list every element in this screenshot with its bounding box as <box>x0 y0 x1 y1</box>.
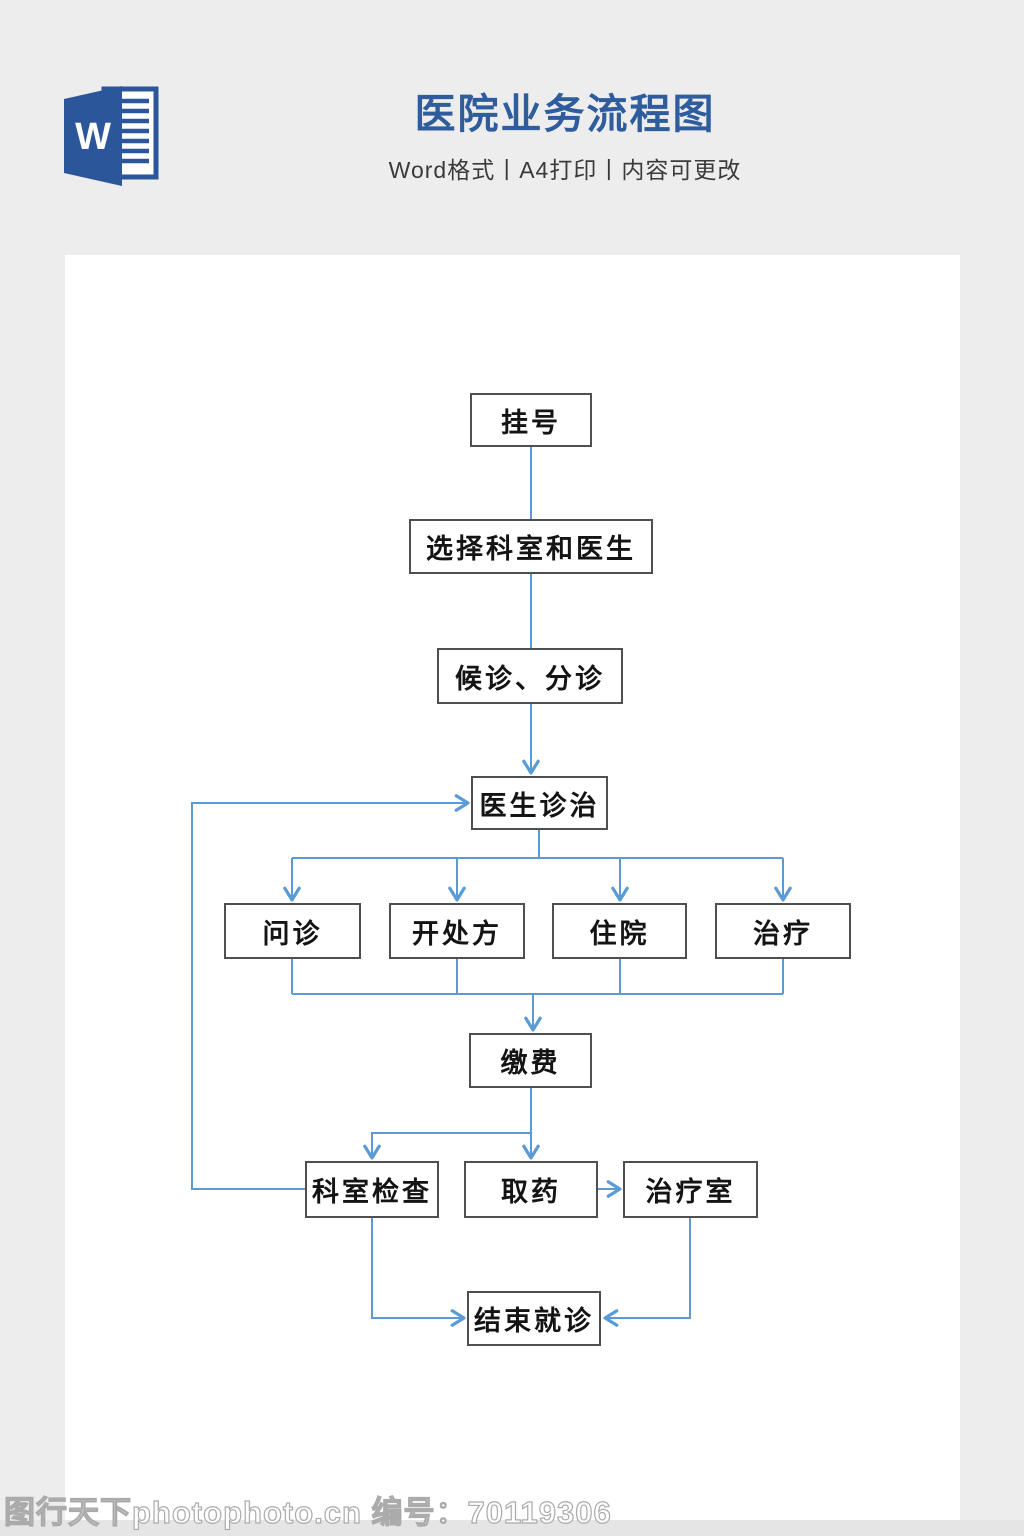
flow-node-inquiry: 问诊 <box>224 903 361 959</box>
flow-node-register: 挂号 <box>470 393 592 447</box>
watermark-text: 图行天下photophoto.cn 编号：70119306 <box>3 1494 612 1530</box>
flow-connectors <box>191 447 792 1327</box>
flow-node-treatment-room: 治疗室 <box>623 1161 758 1218</box>
document-page: 挂号 选择科室和医生 候诊、分诊 医生诊治 问诊 开处方 住院 治疗 缴费 科室… <box>65 255 960 1520</box>
flow-node-dept-examination: 科室检查 <box>305 1161 439 1218</box>
flow-node-waiting-triage: 候诊、分诊 <box>437 648 623 704</box>
flow-node-choose-dept-doctor: 选择科室和医生 <box>409 519 653 574</box>
page-title: 医院业务流程图 <box>414 91 716 137</box>
flow-node-hospitalization: 住院 <box>552 903 687 959</box>
word-logo-icon: W <box>64 86 159 186</box>
flow-node-end-visit: 结束就诊 <box>467 1291 601 1346</box>
flow-node-payment: 缴费 <box>469 1033 592 1088</box>
flow-node-treatment: 治疗 <box>715 903 851 959</box>
bottom-strip <box>0 1520 1024 1536</box>
header: W 医院业务流程图 Word格式丨A4打印丨内容可更改 <box>0 0 1024 255</box>
flow-node-prescription: 开处方 <box>389 903 525 959</box>
word-logo-letter: W <box>75 116 111 158</box>
flow-node-dispensary: 取药 <box>464 1161 598 1218</box>
page-subtitle: Word格式丨A4打印丨内容可更改 <box>388 157 742 184</box>
flow-node-doctor-diagnosis: 医生诊治 <box>471 776 608 830</box>
